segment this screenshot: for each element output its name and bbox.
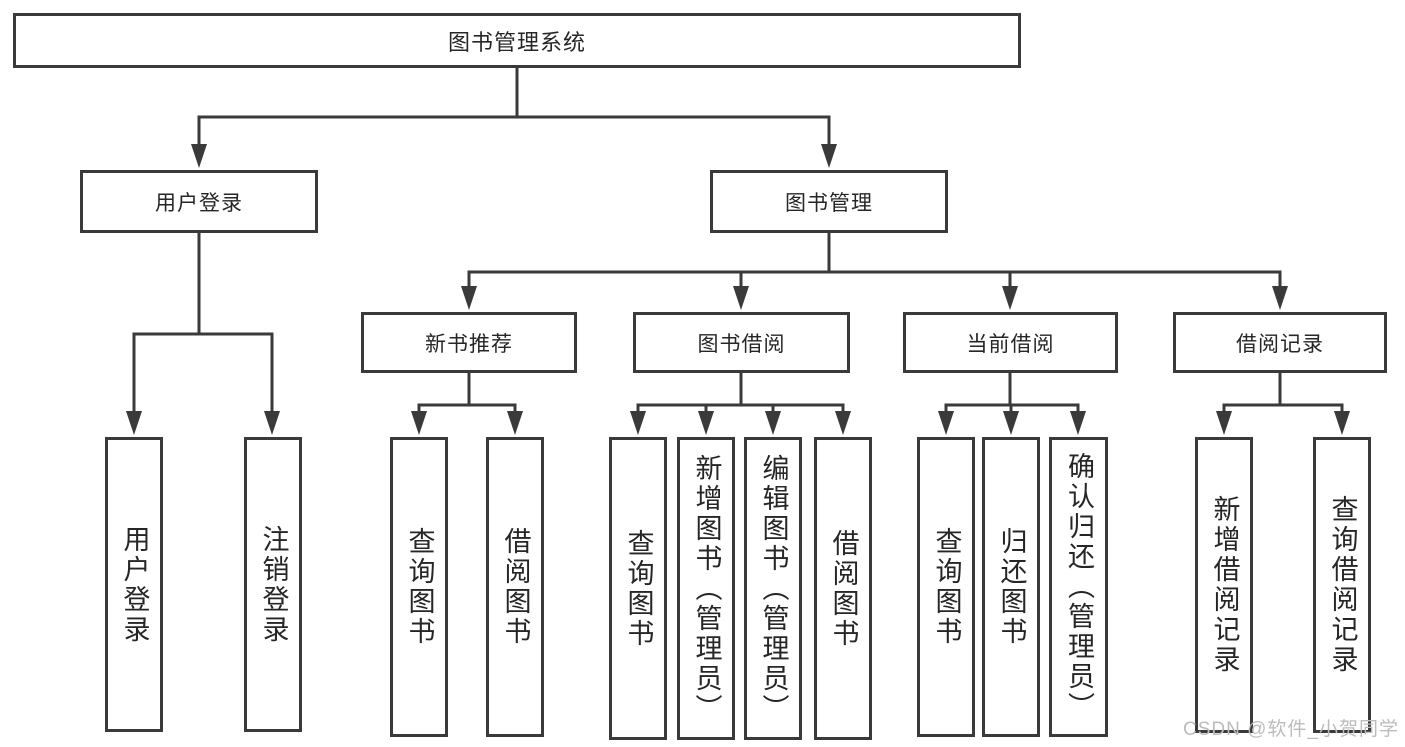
connector-new-book (417, 371, 517, 415)
connector-current-borrowing (944, 371, 1080, 415)
arrowhead-icon (698, 411, 714, 435)
node-borrow-books-2: 借阅图书 (814, 437, 872, 740)
arrowhead-icon (1272, 286, 1288, 310)
node-borrow-books-1: 借阅图书 (486, 437, 544, 737)
node-user-login-leaf: 用户登录 (105, 437, 163, 732)
connector-book-borrowing (636, 371, 845, 415)
arrowhead-icon (835, 411, 851, 435)
node-book-management: 图书管理 (710, 170, 948, 233)
arrowhead-icon (630, 411, 646, 435)
connector-book-management (467, 231, 1282, 290)
node-confirm-return-admin: 确认归还（管理员） (1049, 437, 1108, 737)
node-new-book-recommendation: 新书推荐 (361, 312, 577, 373)
node-book-borrowing: 图书借阅 (633, 312, 850, 373)
node-add-borrow-record: 新增借阅记录 (1195, 437, 1253, 733)
arrowhead-icon (461, 286, 477, 310)
arrowhead-icon (1216, 411, 1232, 435)
arrowhead-icon (765, 411, 781, 435)
connector-root (197, 66, 831, 150)
node-add-books-admin: 新增图书（管理员） (677, 437, 735, 740)
arrowhead-icon (126, 411, 142, 435)
arrowhead-icon (938, 411, 954, 435)
arrowhead-icon (264, 411, 280, 435)
arrowhead-icon (821, 144, 837, 168)
node-logout: 注销登录 (244, 437, 302, 732)
node-return-books: 归还图书 (982, 437, 1040, 737)
connector-borrowing-records (1222, 371, 1344, 415)
arrowhead-icon (1002, 286, 1018, 310)
arrowhead-icon (1334, 411, 1350, 435)
arrowhead-icon (1070, 411, 1086, 435)
node-current-borrowing: 当前借阅 (903, 312, 1118, 373)
node-query-books-1: 查询图书 (390, 437, 448, 737)
arrowhead-icon (1003, 411, 1019, 435)
node-query-borrow-record: 查询借阅记录 (1313, 437, 1371, 733)
node-user-login: 用户登录 (80, 170, 318, 233)
arrowhead-icon (191, 144, 207, 168)
node-query-books-3: 查询图书 (917, 437, 975, 737)
watermark: CSDN @软件_小贺同学 (1183, 719, 1399, 740)
connector-user-login (132, 231, 274, 415)
node-borrowing-records: 借阅记录 (1173, 312, 1387, 373)
arrowhead-icon (733, 286, 749, 310)
arrowhead-icon (507, 411, 523, 435)
node-library-management-system: 图书管理系统 (13, 13, 1021, 68)
node-query-books-2: 查询图书 (609, 437, 667, 740)
node-edit-books-admin: 编辑图书（管理员） (744, 437, 802, 740)
arrowhead-icon (411, 411, 427, 435)
